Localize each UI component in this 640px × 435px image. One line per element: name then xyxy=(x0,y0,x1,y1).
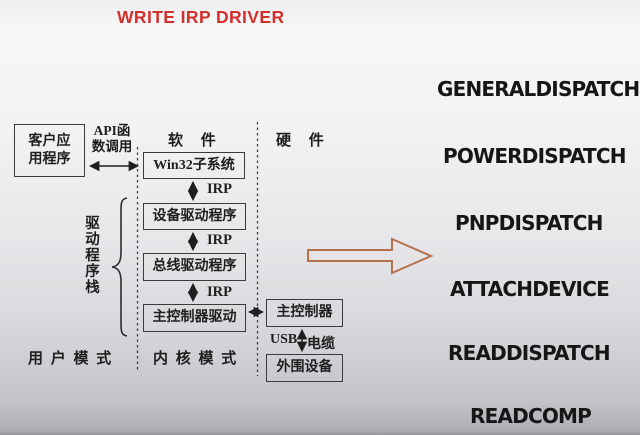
slide-title: WRITE IRP DRIVER xyxy=(117,7,285,27)
client-application-label: 客户应用程序 xyxy=(28,134,71,167)
callout-readcomp: READCOMP xyxy=(470,404,592,428)
irp-label-2: IRP xyxy=(207,232,232,248)
cable-label: 电缆 xyxy=(307,337,335,352)
callout-pnpdispatch: PNPDISPATCH xyxy=(455,211,603,235)
usb-label: USB xyxy=(270,332,298,347)
win32-subsystem-box: Win32子系统 xyxy=(143,152,245,179)
callout-attachdevice: ATTACHDEVICE xyxy=(450,277,610,301)
bus-driver-box: 总线驱动程序 xyxy=(143,253,246,281)
irp-label-3: IRP xyxy=(207,284,232,300)
client-application-box: 客户应用程序 xyxy=(14,124,85,177)
driver-stack-label: 驱动程序栈 xyxy=(83,215,99,295)
irp-label-1: IRP xyxy=(207,181,232,197)
host-controller-box: 主控制器 xyxy=(266,299,343,327)
callout-generaldispatch: GENERALDISPATCH xyxy=(437,77,640,101)
callout-powerdispatch: POWERDISPATCH xyxy=(443,144,626,168)
kernel-mode-label: 内 核 模 式 xyxy=(153,351,239,367)
device-driver-box: 设备驱动程序 xyxy=(143,203,246,230)
hardware-header: 硬 件 xyxy=(276,133,331,149)
api-call-label: API函数调用 xyxy=(91,123,133,155)
flow-arrow xyxy=(307,237,434,275)
peripheral-device-box: 外围设备 xyxy=(266,354,343,382)
host-controller-driver-box: 主控制器驱动 xyxy=(143,304,246,332)
software-header: 软 件 xyxy=(168,133,223,149)
user-mode-label: 用 户 模 式 xyxy=(28,351,114,367)
callout-readdispatch: READDISPATCH xyxy=(448,341,611,365)
driver-stack-brace xyxy=(111,197,128,337)
